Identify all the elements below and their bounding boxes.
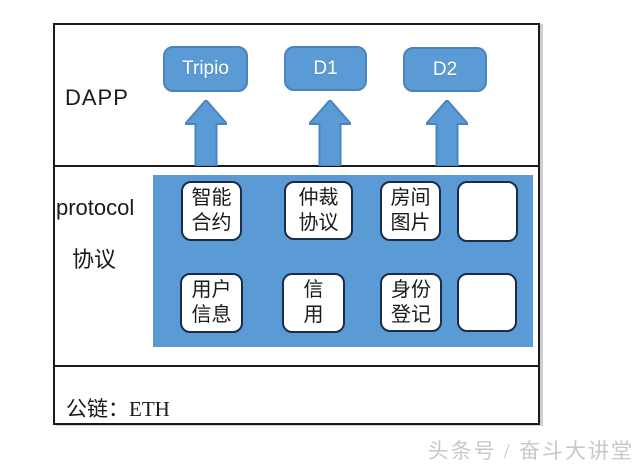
app-box-d2-label: D2 [432, 58, 458, 80]
app-box-d1-label: D1 [313, 57, 338, 79]
module-credit: 信 用 [282, 273, 345, 333]
dapp-layer-label: DAPP [65, 85, 129, 110]
module-empty-2 [457, 273, 517, 332]
app-box-d2: D2 [403, 47, 487, 92]
module-user-info: 用户 信息 [180, 273, 243, 333]
module-identity-registration: 身份 登记 [380, 273, 442, 332]
module-empty-1 [457, 181, 518, 242]
up-arrow-icon [426, 100, 468, 166]
app-box-tripio: Tripio [163, 46, 248, 92]
module-room-pictures: 房间 图片 [380, 181, 441, 241]
dapp-protocol-divider [53, 165, 540, 167]
up-arrow-icon [185, 100, 227, 166]
app-box-d1: D1 [284, 46, 367, 91]
module-smart-contract: 智能 合约 [181, 181, 242, 241]
module-arbitration-protocol: 仲裁 协议 [284, 181, 353, 240]
watermark-text: 头条号 / 奋斗大讲堂 [427, 439, 634, 463]
protocol-layer-label-zh: 协议 [72, 247, 117, 272]
protocol-layer-label-en: protocol [56, 195, 135, 220]
app-box-tripio-label: Tripio [182, 58, 229, 79]
up-arrow-icon [309, 100, 351, 166]
protocol-chain-divider [53, 365, 540, 367]
chain-layer-label: 公链：ETH [66, 397, 170, 421]
